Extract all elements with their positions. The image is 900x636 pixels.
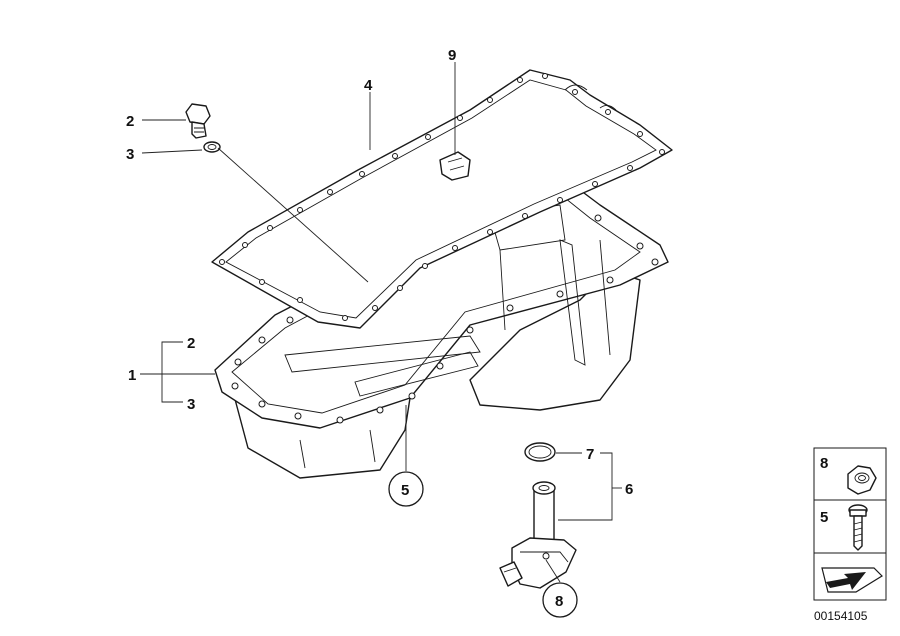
callout-3-top: 3 [126, 146, 134, 163]
legend-label-8: 8 [820, 455, 828, 472]
callout-5-circled: 5 [388, 471, 424, 507]
callout-8-circled: 8 [542, 582, 578, 618]
leader-lines [140, 62, 622, 583]
bolt-icon [848, 504, 868, 551]
callout-5: 5 [401, 482, 409, 499]
oil-pan [214, 157, 669, 479]
legend-panel: 8 5 [813, 447, 887, 601]
callout-2-bottom: 2 [187, 335, 195, 352]
legend-label-5: 5 [820, 509, 828, 526]
callout-4: 4 [364, 77, 373, 94]
oil-pan-gasket [211, 69, 673, 329]
callout-1: 1 [128, 367, 136, 384]
callout-6: 6 [625, 481, 633, 498]
callout-2-top: 2 [126, 113, 134, 130]
diagram-code: 00154105 [814, 609, 868, 623]
o-ring [524, 442, 556, 462]
sealing-ring [203, 141, 221, 153]
oil-level-sensor [499, 481, 577, 589]
callout-3-bottom: 3 [187, 396, 195, 413]
callout-8: 8 [555, 593, 563, 610]
drain-plug [185, 103, 211, 139]
gasket-bolt-holes [219, 73, 665, 321]
clip [439, 151, 471, 181]
callout-9: 9 [448, 47, 456, 64]
hex-nut-icon [847, 465, 877, 495]
callout-7: 7 [586, 446, 594, 463]
orientation-arrow-icon [821, 567, 883, 593]
